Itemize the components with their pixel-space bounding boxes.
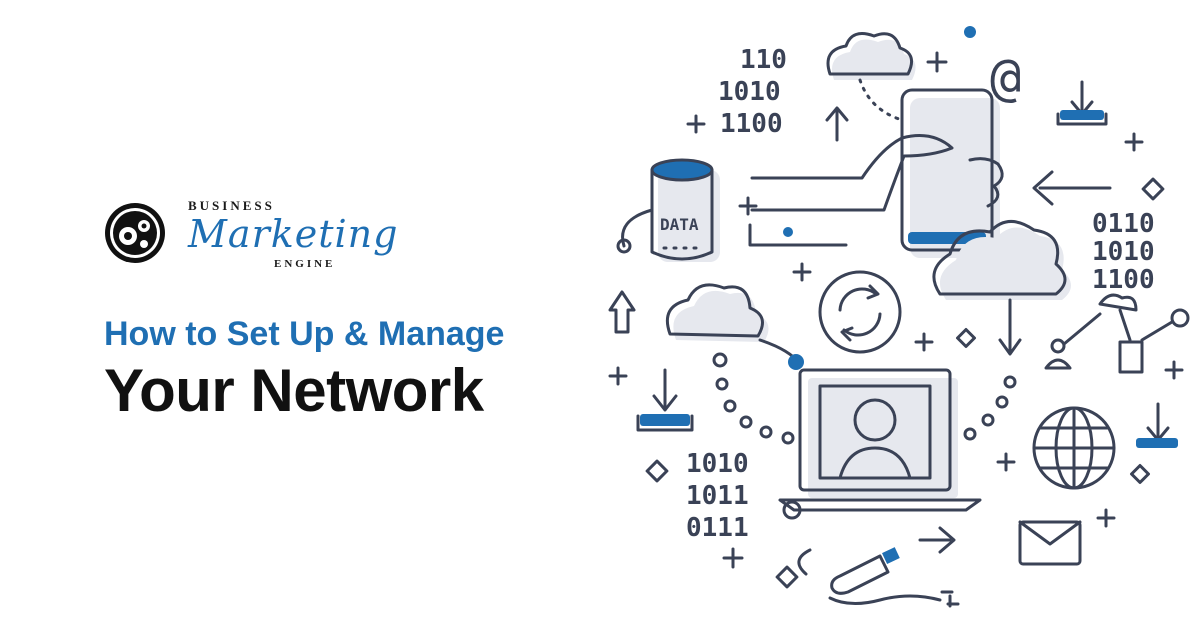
dot-icon	[964, 26, 976, 38]
binary-right-line-3: 1100	[1092, 265, 1155, 295]
headline-line-2: Your Network	[104, 357, 484, 424]
network-nodes-icon	[1044, 293, 1190, 374]
hand-icon	[748, 134, 1004, 247]
headline-line-1: How to Set Up & Manage	[104, 315, 505, 353]
laptop-user-icon	[778, 368, 982, 520]
data-label: DATA	[660, 215, 699, 234]
cloud-icon	[932, 220, 1071, 356]
binary-right-line-1: 0110	[1092, 209, 1155, 239]
smartphone-icon	[900, 88, 1000, 258]
network-illustration: 110 1010 1100 0110 1010 1100 1010 1011 0…	[608, 26, 1190, 608]
download-tray-icon	[636, 368, 694, 432]
envelope-icon	[1018, 520, 1082, 566]
globe-icon	[1032, 406, 1116, 490]
arrow-up-icon	[825, 106, 849, 142]
brand-logo: BUSINESS Marketing ENGINE	[104, 198, 404, 272]
logo-top-word: BUSINESS	[188, 198, 275, 213]
sync-icon	[818, 270, 902, 354]
plus-sign-icons	[608, 51, 1184, 569]
arrow-right-icon	[918, 526, 956, 554]
cloud-icon	[665, 283, 804, 370]
arrow-up-outline-icon	[608, 290, 636, 334]
at-symbol-icon: @	[990, 48, 1021, 108]
binary-top-line-3: 1100	[720, 109, 783, 139]
logo-bottom-word: ENGINE	[274, 258, 336, 270]
binary-right: 0110 1010 1100	[1092, 209, 1155, 295]
cloud-icon	[826, 32, 916, 122]
binary-right-line-2: 1010	[1092, 237, 1155, 267]
arrow-left-icon	[1032, 170, 1112, 206]
binary-bottom-line-3: 0111	[686, 513, 749, 543]
gear-cluster-icon	[105, 203, 165, 263]
binary-top-line-2: 1010	[718, 77, 781, 107]
binary-bottom-line-1: 1010	[686, 449, 749, 479]
dotted-path	[712, 352, 1017, 445]
download-tray-icon	[1056, 80, 1108, 126]
logo-main-word: Marketing	[188, 212, 399, 256]
binary-top-line-1: 110	[740, 45, 787, 75]
database-icon: DATA	[616, 158, 720, 262]
binary-bottom-line-2: 1011	[686, 481, 749, 511]
download-tray-icon	[1136, 402, 1178, 448]
usb-plug-icon	[797, 547, 960, 608]
diamond-icons	[645, 177, 1165, 589]
binary-top: 110 1010 1100	[718, 45, 787, 139]
binary-bottom: 1010 1011 0111	[686, 449, 749, 543]
